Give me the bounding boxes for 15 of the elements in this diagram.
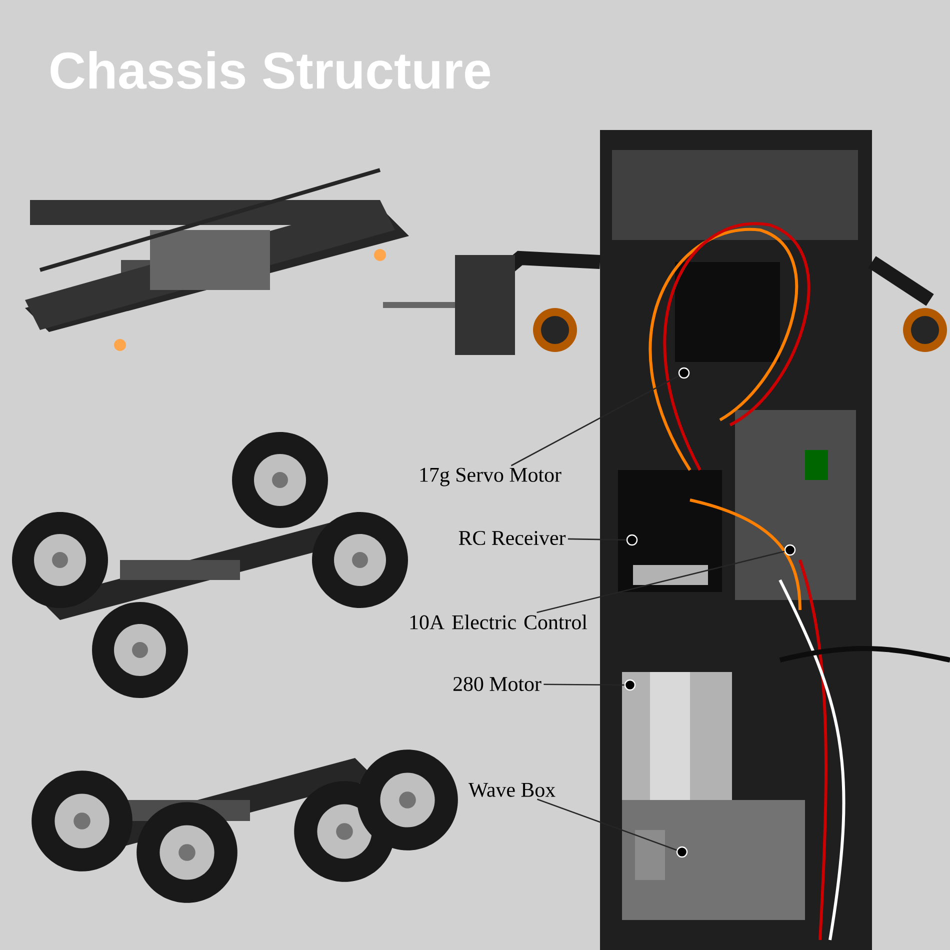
leader-line (537, 798, 677, 851)
leader-line (536, 550, 785, 614)
leader-line (510, 375, 680, 466)
target-dot (624, 679, 636, 691)
target-dot (626, 534, 638, 546)
target-dot (678, 367, 690, 379)
part-label: RC Receiver (458, 530, 566, 546)
target-dot (676, 846, 688, 858)
part-label: 280 Motor (453, 676, 542, 692)
part-label: 17g Servo Motor (420, 468, 562, 486)
target-dot (784, 544, 796, 556)
part-label: Wave Box (468, 783, 556, 798)
leader-line (568, 538, 626, 541)
leader-line (544, 684, 624, 686)
part-label: 10A Electric Control (410, 614, 588, 630)
